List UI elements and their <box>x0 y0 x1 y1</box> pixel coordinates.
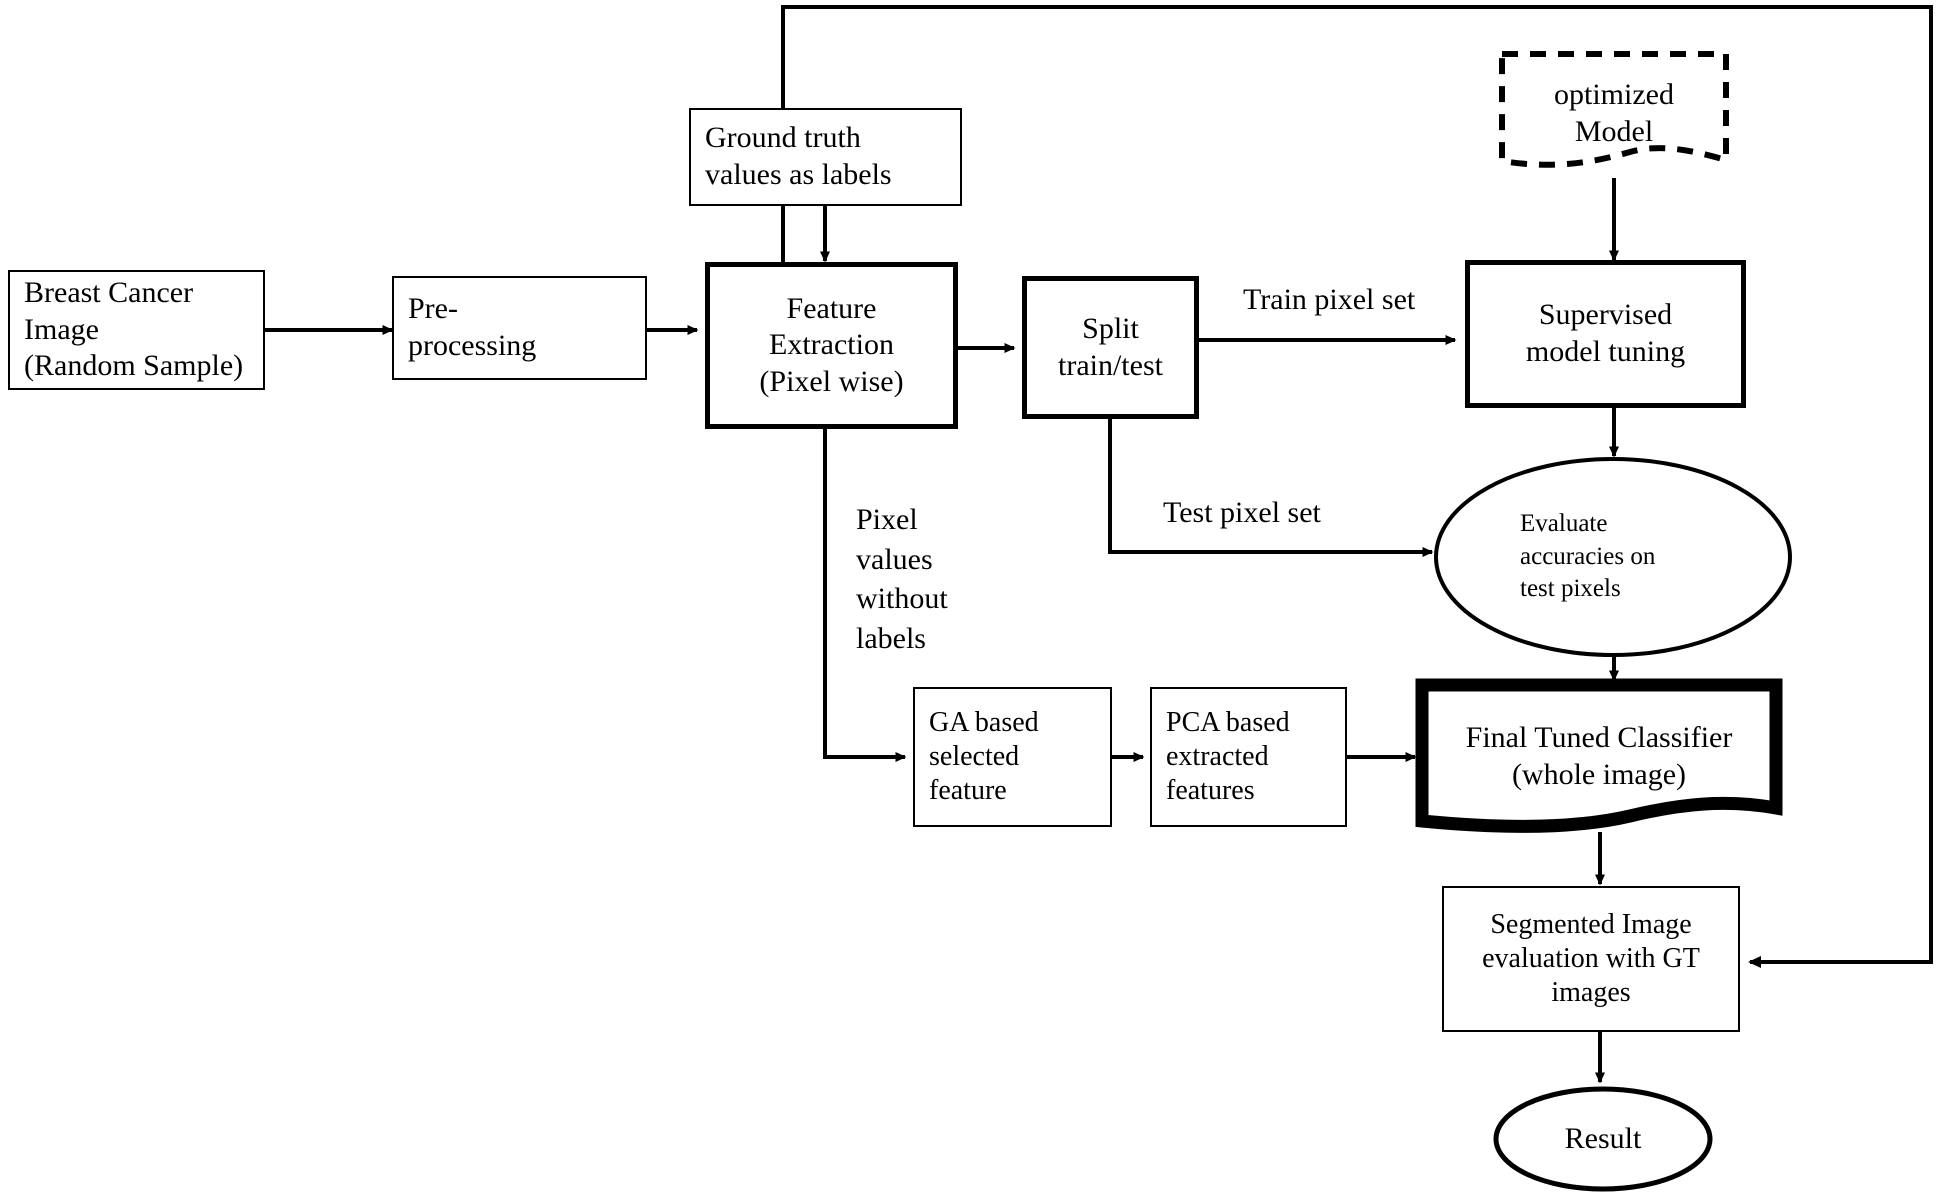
node-split-train-test[interactable]: Split train/test <box>1022 276 1199 419</box>
node-result-label: Result <box>1564 1121 1642 1155</box>
edge-feedback-loop <box>781 5 1933 968</box>
node-segmented-image-eval-label: Segmented Image evaluation with GT image… <box>1482 908 1700 1009</box>
node-breast-cancer-image-label: Breast Cancer Image (Random Sample) <box>24 276 244 383</box>
edge-feature-to-ga <box>823 429 907 762</box>
edge-label-pixel-values-without-labels: Pixel values without labels <box>856 503 948 655</box>
node-ground-truth[interactable]: Ground truth values as labels <box>689 108 962 206</box>
result-ellipse <box>1493 1086 1713 1192</box>
node-split-train-test-label: Split train/test <box>1058 311 1163 382</box>
node-optimized-model[interactable]: optimized Model <box>1498 48 1730 180</box>
node-ga-based-feature[interactable]: GA based selected feature <box>913 687 1112 827</box>
edge-label-train-pixel-set: Train pixel set <box>1243 283 1416 316</box>
node-breast-cancer-image[interactable]: Breast Cancer Image (Random Sample) <box>8 270 265 390</box>
node-pca-based-features-label: PCA based extracted features <box>1166 706 1290 807</box>
edge-label-test-pixel-set: Test pixel set <box>1163 496 1321 529</box>
node-pca-based-features[interactable]: PCA based extracted features <box>1150 687 1347 827</box>
node-ga-based-feature-label: GA based selected feature <box>929 706 1039 807</box>
node-ground-truth-label: Ground truth values as labels <box>705 121 892 191</box>
node-supervised-model-tuning[interactable]: Supervised model tuning <box>1465 260 1746 408</box>
node-optimized-model-label: optimized Model <box>1554 78 1674 148</box>
node-feature-extraction[interactable]: Feature Extraction (Pixel wise) <box>705 262 958 429</box>
node-segmented-image-eval[interactable]: Segmented Image evaluation with GT image… <box>1442 886 1740 1032</box>
optimized-model-shape <box>1499 51 1729 168</box>
edge-split-to-evaluate <box>1108 419 1434 557</box>
node-evaluate-accuracies[interactable]: Evaluate accuracies on test pixels <box>1432 455 1794 659</box>
node-final-tuned-classifier[interactable]: Final Tuned Classifier (whole image) <box>1415 678 1783 836</box>
node-supervised-model-tuning-label: Supervised model tuning <box>1525 298 1686 368</box>
node-pre-processing-label: Pre- processing <box>408 292 537 362</box>
node-final-tuned-classifier-label: Final Tuned Classifier (whole image) <box>1465 721 1733 791</box>
node-evaluate-accuracies-label: Evaluate accuracies on test pixels <box>1520 510 1656 603</box>
final-tuned-classifier-shape <box>1415 678 1783 833</box>
node-result[interactable]: Result <box>1492 1086 1714 1192</box>
node-feature-extraction-label: Feature Extraction (Pixel wise) <box>759 291 904 398</box>
node-pre-processing[interactable]: Pre- processing <box>392 276 647 380</box>
evaluate-accuracies-ellipse <box>1434 457 1792 657</box>
